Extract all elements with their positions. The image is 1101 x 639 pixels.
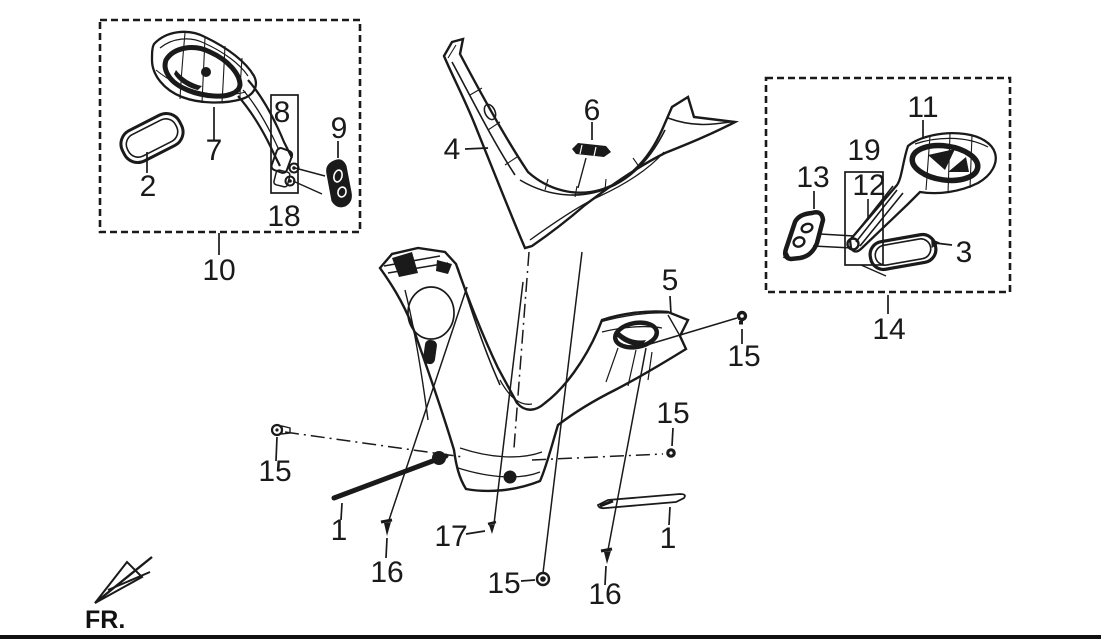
leader-8-to-9: [294, 167, 326, 177]
leader-17: [465, 530, 486, 535]
screw-16-right: [600, 547, 613, 564]
callout-1-left: 1: [331, 514, 348, 547]
part-6-emblem-drawing: [572, 143, 611, 157]
left-mirror-group: 2 7 8 9 18 10: [98, 18, 362, 287]
front-cover-drawing: [378, 246, 690, 493]
group-10-dashed-box: [98, 18, 362, 234]
trim-strip-right: [596, 493, 686, 510]
leader-15-mid-right: [671, 427, 674, 447]
screw-17: [487, 520, 497, 534]
screw-15-left: [270, 423, 291, 437]
leader-3: [934, 242, 953, 246]
left-mirror-drawing: [150, 30, 300, 188]
callout-3: 3: [956, 236, 973, 269]
leader-16-left-long: [388, 286, 468, 521]
leader-17-long: [493, 281, 524, 525]
callout-15-bottom: 15: [487, 567, 520, 600]
leader-1-left: [340, 502, 343, 521]
centerline-right: [531, 453, 664, 461]
nut-15-mid-right: [666, 448, 676, 458]
right-mirror-glass-drawing: [868, 232, 940, 272]
right-mirror-group: 11 19 12 13 3 14: [764, 76, 1012, 346]
leader-16-right-long: [607, 347, 647, 551]
leader-18-to-9: [292, 180, 323, 195]
callout-7: 7: [206, 134, 223, 167]
centerline-left: [284, 431, 464, 458]
leader-5: [669, 295, 672, 315]
callout-11: 11: [907, 91, 938, 124]
leader-6-lower: [577, 157, 587, 189]
group-14-dashed-box: [764, 76, 1012, 294]
leader-16-left: [385, 537, 388, 559]
bottom-edge-bar: [0, 635, 1101, 639]
callout-15-top-right: 15: [727, 340, 760, 373]
callout-18: 18: [267, 200, 300, 233]
trim-strip-left: [331, 453, 449, 501]
callout-15-left: 15: [258, 455, 291, 488]
callout-13: 13: [796, 161, 829, 194]
leader-12-left-a: [819, 233, 855, 237]
leader-4: [464, 147, 489, 150]
part-9-drawing: [326, 159, 352, 208]
callout-5: 5: [662, 264, 679, 297]
callout-17: 17: [434, 520, 467, 553]
callout-6: 6: [584, 94, 601, 127]
part-4-drawing: [442, 37, 739, 250]
leader-15-top-right-long: [649, 317, 738, 345]
callout-10: 10: [202, 254, 235, 287]
callout-12: 12: [852, 169, 885, 202]
leader-15-bottom: [520, 579, 536, 582]
leader-12-left-b: [812, 245, 853, 249]
centerline-vertical: [513, 251, 530, 449]
front-direction-indicator: FR.: [85, 556, 153, 634]
fr-arrow-shaft: [94, 556, 153, 604]
callout-8: 8: [274, 96, 291, 129]
detail-box-12-19: [844, 171, 884, 266]
leader-15-left: [275, 436, 278, 462]
callout-2: 2: [140, 170, 157, 203]
nut-15-bottom: [535, 571, 551, 587]
part-13-drawing: [782, 210, 826, 262]
callout-9: 9: [331, 112, 348, 145]
leader-19-lower: [860, 264, 887, 277]
callout-14: 14: [872, 313, 905, 346]
leader-15-bottom-long: [542, 251, 583, 574]
handle-cover-group: 5 15 15 15 15 16 16 17 1 1: [258, 246, 761, 611]
screw-15-top-right: [736, 310, 748, 325]
top-cover-group: 4 6: [442, 37, 739, 250]
fr-label: FR.: [85, 606, 125, 634]
left-mirror-glass-drawing: [119, 112, 185, 164]
callout-16-left: 16: [370, 556, 403, 589]
callout-19: 19: [847, 134, 880, 167]
fr-arrow-head: [94, 560, 144, 604]
screw-16-left: [380, 518, 393, 536]
callout-4: 4: [444, 133, 461, 166]
leader-16-right: [604, 565, 607, 586]
leader-1-right: [668, 506, 671, 526]
detail-box-8-18: [270, 94, 299, 194]
callout-16-right: 16: [588, 578, 621, 611]
callout-1-right: 1: [660, 522, 677, 555]
fr-arrow-crossbar: [107, 571, 151, 591]
mount-hole-right: [503, 470, 517, 484]
callout-15-mid-right: 15: [656, 397, 689, 430]
